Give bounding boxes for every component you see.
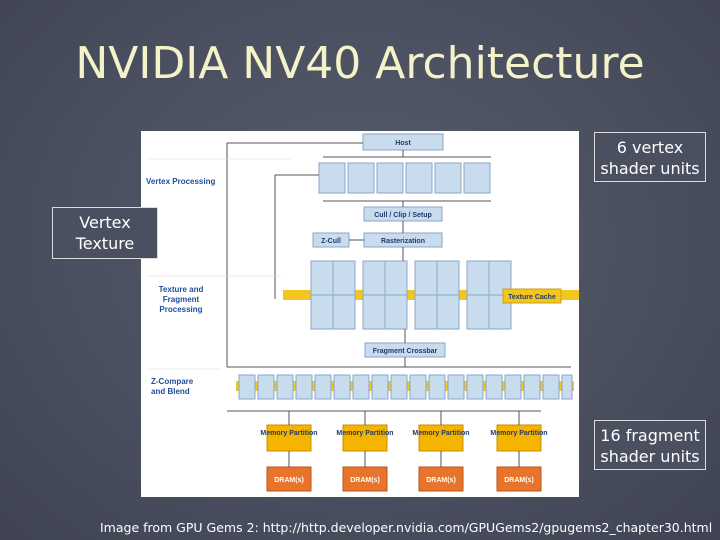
vertex-texture-fetch-callout: Vertex Texture Fetch [52,207,158,259]
rop-units-row [238,374,573,400]
texture-fragment-processing-label: Texture and Fragment Processing [158,285,204,314]
architecture-diagram-graphic: Host Cull / Clip / Setup Z-Cull Rasteriz… [146,133,579,492]
fragment-shader-units-callout: 16 fragment shader units [594,420,706,470]
dram-blocks [266,466,542,492]
cull-clip-setup-text: Cull / Clip / Setup [374,212,432,219]
z-cull-text: Z-Cull [321,238,341,245]
texture-cache-block [502,288,562,304]
dram-text-2: DRAM(s) [350,477,380,484]
host-text: Host [395,140,411,147]
memory-partition-text-1: Memory Partition [260,430,317,437]
vertex-units-row [318,156,491,202]
z-compare-blend-label: Z-Compare and Blend [151,377,194,396]
memory-partition-text-3: Memory Partition [412,430,469,437]
vertex-shader-units-callout: 6 vertex shader units [594,132,706,182]
memory-partition-text-2: Memory Partition [336,430,393,437]
slide-title: NVIDIA NV40 Architecture [75,38,645,89]
architecture-diagram: Host Cull / Clip / Setup Z-Cull Rasteriz… [141,131,579,497]
connector-lines [226,142,571,467]
texture-cache-text: Texture Cache [508,294,556,301]
image-credit: Image from GPU Gems 2: http://http.devel… [100,520,713,535]
rasterization-text: Rasterization [381,238,425,245]
dram-text-3: DRAM(s) [426,477,456,484]
fragment-crossbar-text: Fragment Crossbar [373,348,438,355]
memory-partitions [266,424,542,452]
dram-text-1: DRAM(s) [274,477,304,484]
vertex-processing-label: Vertex Processing [146,177,216,186]
dram-text-4: DRAM(s) [504,477,534,484]
memory-partition-text-4: Memory Partition [490,430,547,437]
